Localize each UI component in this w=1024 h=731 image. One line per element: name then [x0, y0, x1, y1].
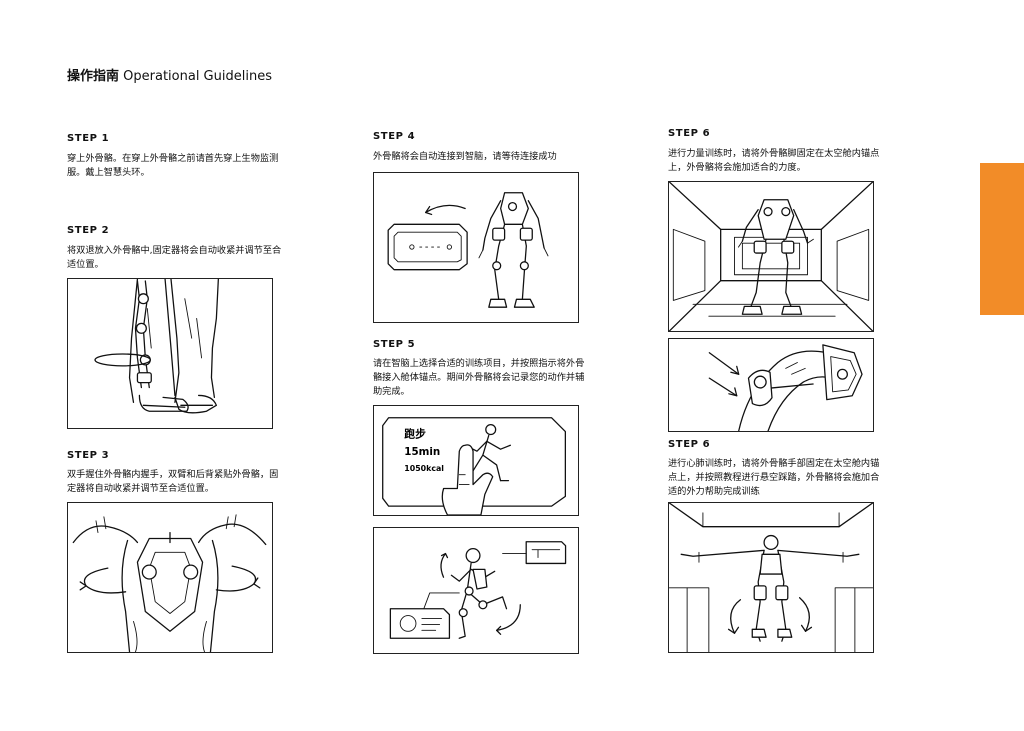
- step-2-illustration: [67, 278, 273, 429]
- runner-icon: [468, 424, 512, 482]
- step-1-heading: STEP 1: [67, 133, 110, 144]
- workout-activity-label: 跑步: [404, 426, 426, 440]
- page-title: 操作指南 Operational Guidelines: [67, 65, 272, 84]
- step-5-heading: STEP 5: [373, 339, 416, 350]
- page-title-en: Operational Guidelines: [123, 69, 272, 84]
- step-5-text: 请在智脑上选择合适的训练项目，并按照指示将外骨骼接入舱体锚点。期间外骨骼将会记录…: [373, 358, 585, 397]
- orange-side-tab[interactable]: [980, 163, 1024, 315]
- step-4-heading: STEP 4: [373, 131, 416, 142]
- step-4-text: 外骨骼将会自动连接到智脑，请等待连接成功: [373, 151, 557, 162]
- step-6b-illustration: [668, 502, 874, 653]
- step-4-illustration: [373, 172, 579, 323]
- step-3-text: 双手握住外骨骼内握手，双臂和后背紧贴外骨骼，固定器将自动收紧并调节至合适位置。: [67, 469, 279, 494]
- step-6a-text: 进行力量训练时，请将外骨骼脚固定在太空舱内锚点上，外骨骼将会施加适合的力度。: [668, 148, 880, 173]
- step-3-heading: STEP 3: [67, 450, 110, 461]
- page-title-cn: 操作指南: [67, 69, 120, 84]
- step-6b-text: 进行心肺训练时，请将外骨骼手部固定在太空舱内锚点上，并按照教程进行悬空踩踏，外骨…: [668, 458, 880, 497]
- step-5-illustration: [373, 527, 579, 654]
- step-6a-closeup: [668, 338, 874, 432]
- step-6b-heading: STEP 6: [668, 439, 711, 450]
- step-1-text: 穿上外骨骼。在穿上外骨骼之前请首先穿上生物监测服。戴上智慧头环。: [67, 153, 279, 178]
- step-5-workout-card: 跑步 15min 1050kcal: [373, 405, 579, 516]
- step-3-illustration: [67, 502, 273, 653]
- step-2-heading: STEP 2: [67, 225, 110, 236]
- step-6a-heading: STEP 6: [668, 128, 711, 139]
- step-2-text: 将双退放入外骨骼中,固定器将会自动收紧并调节至合适位置。: [67, 245, 282, 270]
- workout-duration-label: 15min: [404, 446, 440, 458]
- workout-calories-label: 1050kcal: [404, 464, 444, 473]
- step-6a-illustration: [668, 181, 874, 332]
